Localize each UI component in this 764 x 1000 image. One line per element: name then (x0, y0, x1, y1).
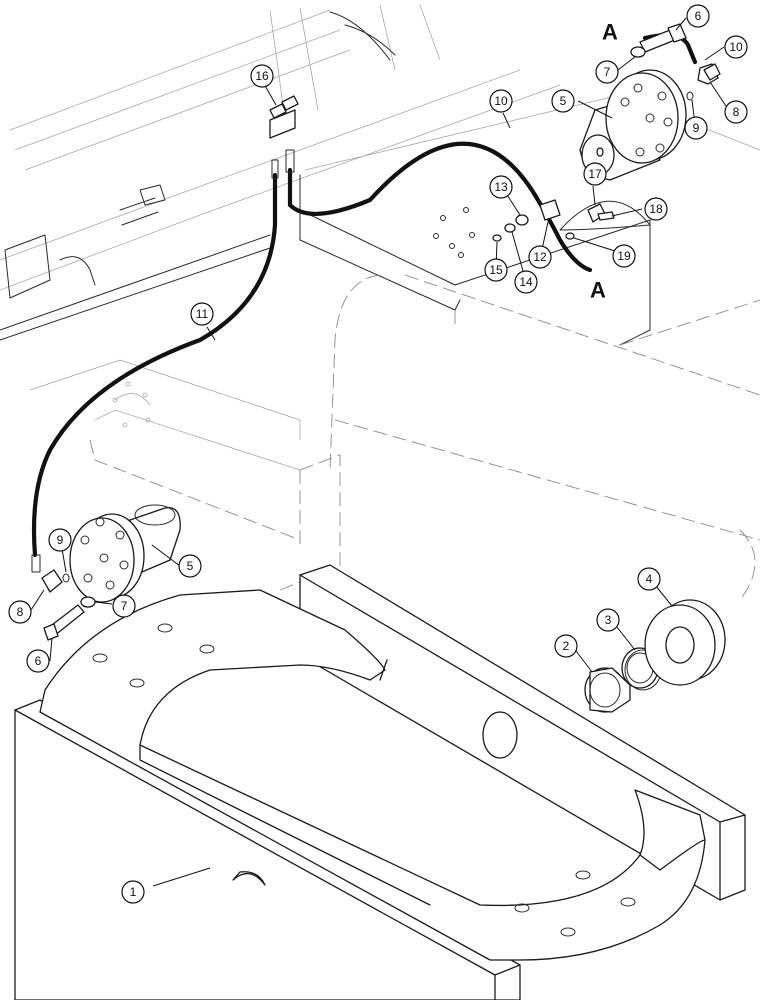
callout-8-lower: 8 (8, 600, 32, 624)
callout-1: 1 (121, 880, 145, 904)
callout-3: 3 (596, 608, 620, 632)
callout-10-upper-right: 10 (724, 35, 748, 59)
callout-16: 16 (250, 64, 274, 88)
svg-text:13: 13 (494, 180, 508, 194)
callout-4: 4 (637, 567, 661, 591)
svg-text:6: 6 (695, 9, 702, 23)
svg-text:4: 4 (646, 572, 653, 586)
svg-text:1: 1 (130, 885, 137, 899)
background-machine-frame (0, 4, 761, 601)
svg-text:8: 8 (733, 105, 740, 119)
grease-hose-part-11 (31, 159, 279, 573)
section-mark-a-bottom: A (590, 278, 606, 303)
callout-17: 17 (583, 162, 607, 186)
callout-9-upper: 9 (684, 116, 708, 140)
callout-6-upper: 6 (686, 4, 710, 28)
svg-text:14: 14 (519, 275, 533, 289)
callout-18: 18 (644, 197, 668, 221)
svg-text:15: 15 (489, 263, 503, 277)
callout-11: 11 (190, 302, 214, 326)
svg-text:10: 10 (729, 40, 743, 54)
svg-text:8: 8 (17, 605, 24, 619)
svg-text:10: 10 (494, 94, 508, 108)
callout-2: 2 (554, 634, 578, 658)
svg-text:17: 17 (588, 167, 602, 181)
svg-text:5: 5 (560, 94, 567, 108)
svg-text:7: 7 (604, 65, 611, 79)
svg-text:11: 11 (196, 307, 209, 321)
callout-14: 14 (514, 270, 538, 294)
svg-text:6: 6 (35, 654, 42, 668)
section-mark-a-top: A (602, 20, 618, 45)
svg-text:7: 7 (121, 599, 128, 613)
pivot-pin-part-5-upper (579, 69, 687, 181)
callout-19: 19 (612, 244, 636, 268)
callout-6-lower: 6 (26, 649, 50, 673)
callout-5-upper: 5 (551, 89, 575, 113)
svg-text:9: 9 (693, 121, 700, 135)
callout-5-lower: 5 (178, 554, 202, 578)
callout-12: 12 (528, 245, 552, 269)
pivot-pin-part-5-lower (69, 504, 181, 603)
svg-text:2: 2 (563, 639, 570, 653)
svg-text:19: 19 (617, 249, 631, 263)
svg-text:16: 16 (255, 69, 269, 83)
callout-15: 15 (484, 258, 508, 282)
callout-7-lower: 7 (112, 594, 136, 618)
svg-text:5: 5 (187, 559, 194, 573)
svg-text:3: 3 (605, 613, 612, 627)
small-hardware (41, 23, 721, 641)
svg-text:9: 9 (57, 533, 64, 547)
swing-frame-part-1 (14, 564, 746, 1000)
callout-13: 13 (489, 175, 513, 199)
callout-10-hose: 10 (489, 89, 513, 113)
callout-9-lower: 9 (48, 528, 72, 552)
callout-8-upper: 8 (724, 100, 748, 124)
bearing-cup-part-2 (584, 667, 631, 713)
callout-7-upper: 7 (595, 60, 619, 84)
svg-text:18: 18 (649, 202, 663, 216)
svg-text:12: 12 (533, 250, 547, 264)
thrust-washer-part-4 (644, 599, 726, 686)
